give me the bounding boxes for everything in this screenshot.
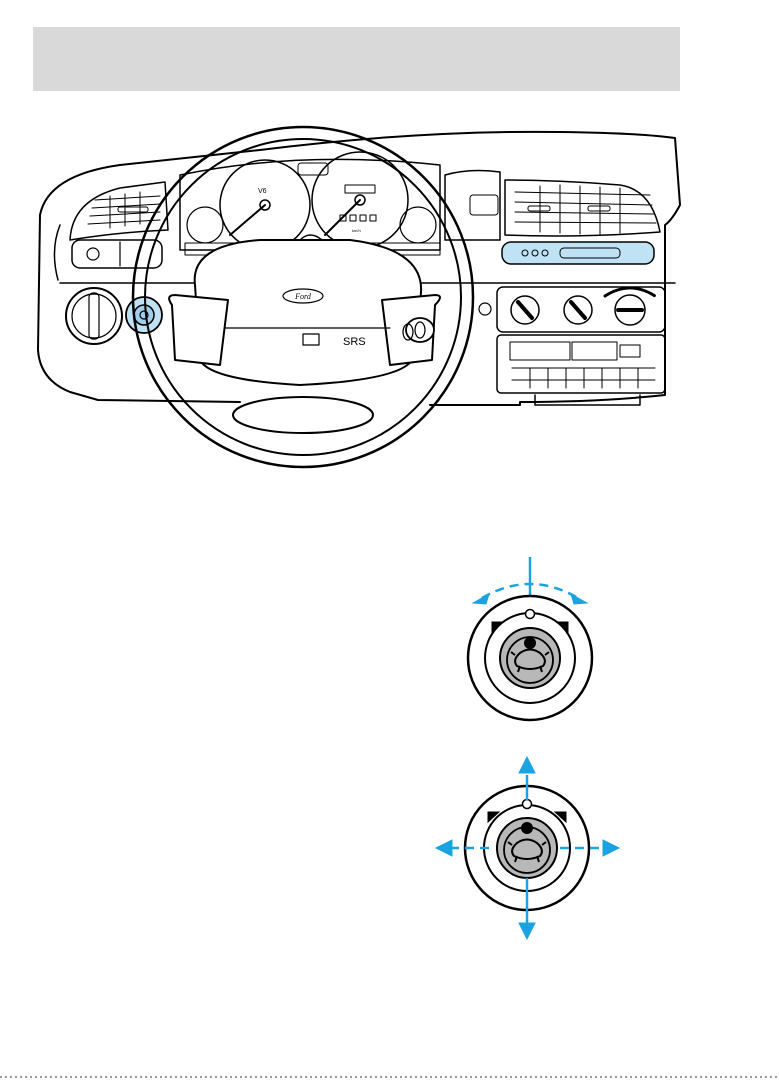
lock-diagram-rotate [468, 557, 592, 720]
ford-logo-text: Ford [294, 292, 312, 301]
page-trim-dots [0, 1076, 779, 1078]
headlamp-switch [66, 288, 122, 344]
srs-label: SRS [343, 336, 366, 348]
left-vent [70, 182, 168, 240]
hazard-strip [502, 242, 654, 264]
lock-diagram-push [436, 757, 619, 939]
speed-unit: km/h [352, 228, 361, 233]
radio-panel [497, 335, 665, 393]
gauge-label: V6 [258, 188, 267, 195]
